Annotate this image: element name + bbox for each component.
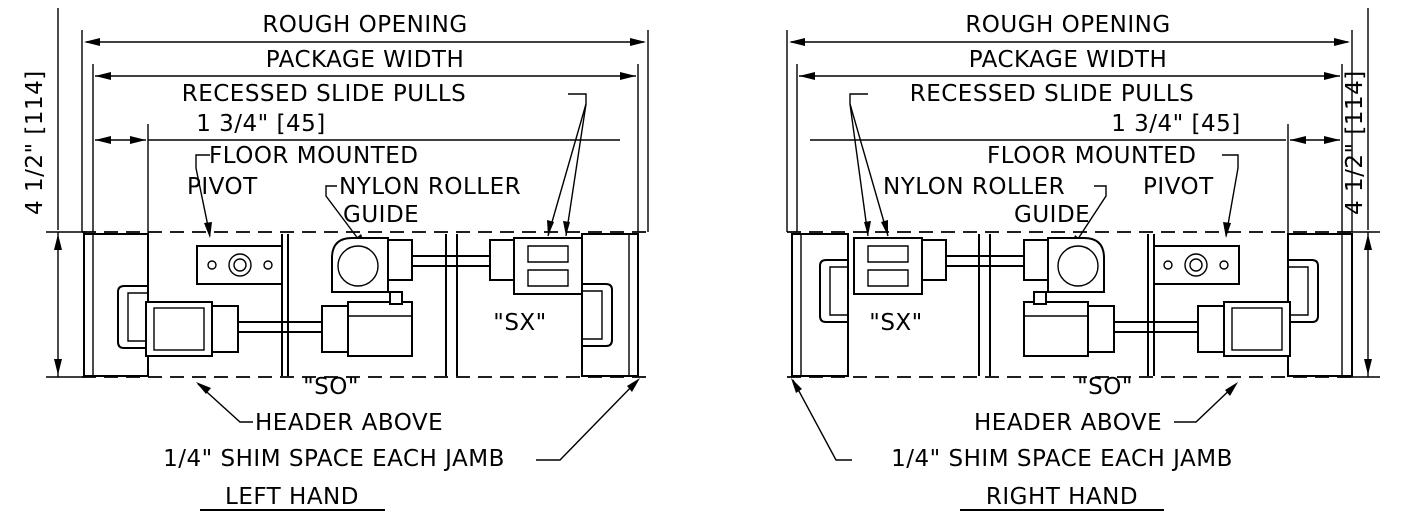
right-shim-space-label: 1/4" SHIM SPACE EACH JAMB (891, 446, 1233, 472)
right-rough-opening-label: ROUGH OPENING (965, 12, 1170, 38)
right-sx-label: "SX" (869, 310, 923, 336)
left-recessed-slide-pulls-label: RECESSED SLIDE PULLS (182, 81, 467, 107)
left-hand-drawing: 4 1/2" [114] ROUGH OPENING PACKAGE WIDTH… (22, 8, 649, 511)
left-hand-title: LEFT HAND (225, 484, 359, 510)
left-header-above-label: HEADER ABOVE (255, 410, 443, 436)
right-so-label: "SO" (1077, 374, 1133, 400)
right-nylon-roller-label: NYLON ROLLER (883, 174, 1065, 200)
right-recessed-slide-pulls-label: RECESSED SLIDE PULLS (910, 81, 1195, 107)
left-shim-space-label: 1/4" SHIM SPACE EACH JAMB (163, 446, 505, 472)
right-header-above-label: HEADER ABOVE (974, 410, 1162, 436)
right-dimension-offset-label: 1 3/4" [45] (1111, 111, 1241, 137)
left-so-label: "SO" (303, 374, 359, 400)
left-guide-label: GUIDE (343, 202, 419, 228)
right-pivot-label: PIVOT (1143, 174, 1214, 200)
right-package-width-label: PACKAGE WIDTH (969, 47, 1168, 73)
left-depth-dimension: 4 1/2" [114] (22, 70, 48, 215)
left-package-width-label: PACKAGE WIDTH (266, 47, 465, 73)
right-hand-drawing: 4 1/2" [114] ROUGH OPENING PACKAGE WIDTH… (786, 8, 1380, 511)
right-hand-title: RIGHT HAND (986, 484, 1138, 510)
left-sx-label: "SX" (493, 310, 547, 336)
left-dimension-offset-label: 1 3/4" [45] (196, 111, 326, 137)
right-floor-mounted-label: FLOOR MOUNTED (987, 143, 1197, 169)
left-nylon-roller-label: NYLON ROLLER (339, 174, 521, 200)
right-depth-dimension: 4 1/2" [114] (1342, 70, 1368, 215)
right-guide-label: GUIDE (1014, 202, 1090, 228)
left-rough-opening-label: ROUGH OPENING (262, 12, 467, 38)
left-floor-mounted-label: FLOOR MOUNTED (209, 143, 419, 169)
